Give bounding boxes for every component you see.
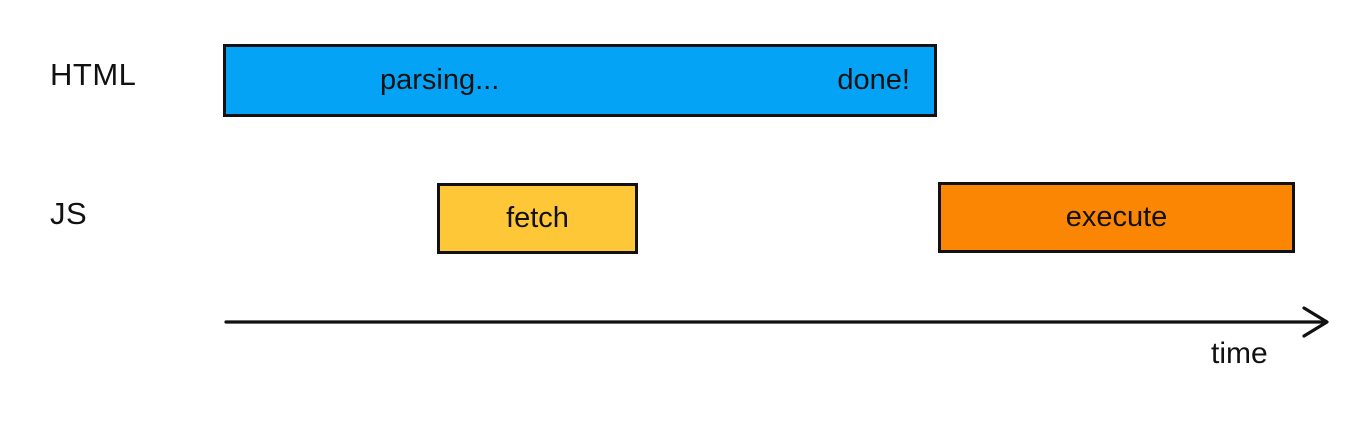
execute-label: execute bbox=[1065, 201, 1168, 233]
time-axis-arrow-icon bbox=[224, 306, 1329, 338]
html-parsing-bar: parsing... done! bbox=[223, 44, 937, 117]
row-label-html: HTML bbox=[50, 57, 137, 92]
row-label-js: JS bbox=[50, 196, 88, 231]
fetch-label: fetch bbox=[506, 202, 569, 234]
done-label: done! bbox=[837, 64, 910, 96]
parsing-label: parsing... bbox=[380, 64, 500, 96]
time-axis-label: time bbox=[1211, 337, 1268, 370]
js-execute-bar: execute bbox=[938, 182, 1295, 253]
js-fetch-bar: fetch bbox=[437, 183, 638, 254]
